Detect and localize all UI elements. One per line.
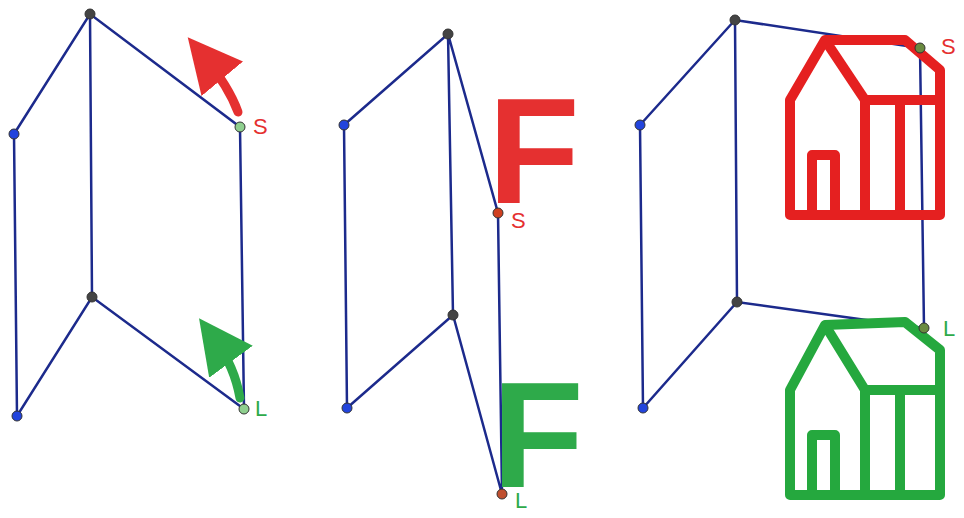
fold-lines xyxy=(14,14,924,494)
point-label: L xyxy=(942,318,956,340)
point-label: S xyxy=(510,210,527,232)
point-label: S xyxy=(252,116,269,138)
letter-figure: F xyxy=(488,76,580,226)
point-label: L xyxy=(254,398,268,420)
letter-figure: F xyxy=(492,360,584,510)
red-house xyxy=(790,40,940,215)
green-house xyxy=(790,322,940,495)
point-label: S xyxy=(940,36,957,58)
point-label: L xyxy=(514,490,528,512)
vertices xyxy=(9,9,929,499)
rotation-arrows xyxy=(205,58,240,398)
